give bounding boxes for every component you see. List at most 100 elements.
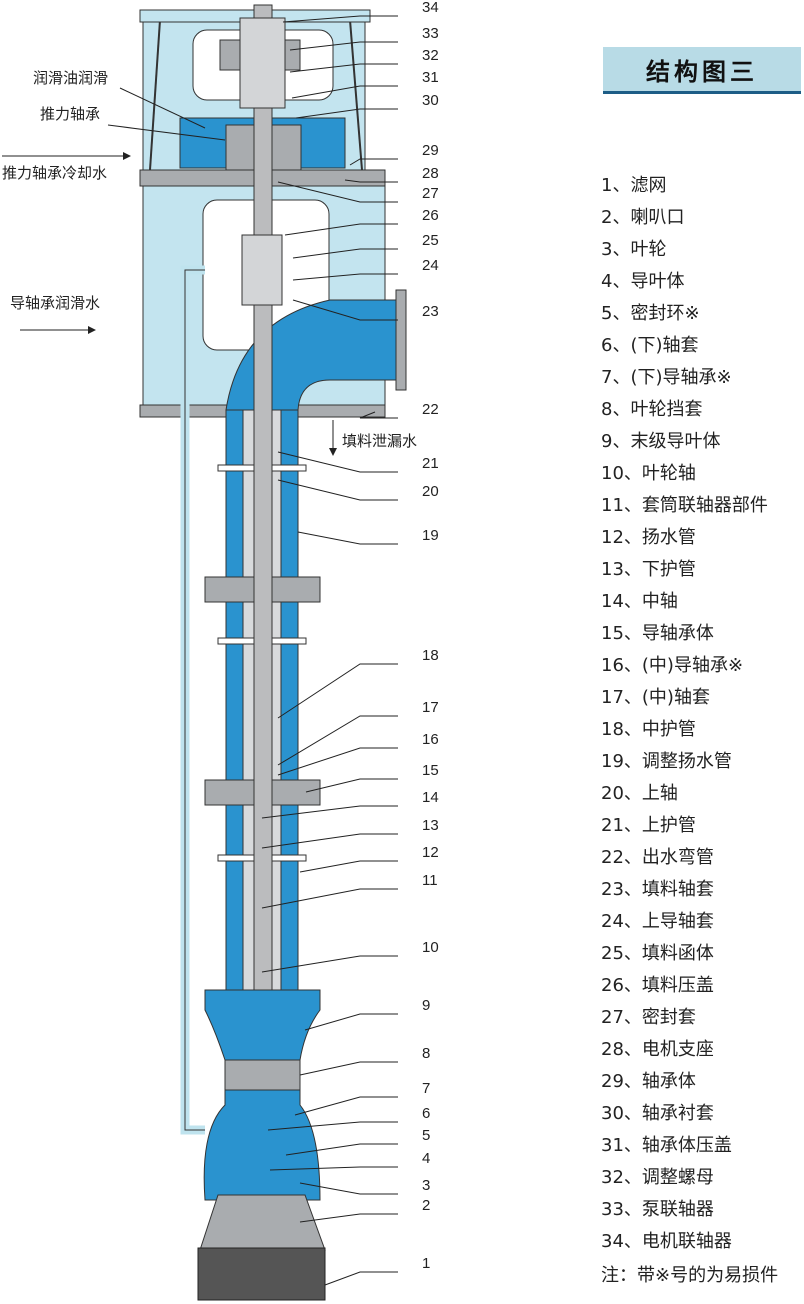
callout-number: 31	[422, 69, 439, 86]
callout-number: 32	[422, 47, 439, 64]
callout-leader	[261, 805, 398, 819]
callout-leader	[289, 41, 398, 51]
callout-leader	[282, 15, 398, 23]
callout-leader	[261, 888, 398, 909]
legend-item: 5、密封环※	[601, 303, 700, 324]
callout-leader	[285, 1143, 398, 1156]
annotation-thrust-bearing: 推力轴承	[40, 105, 100, 123]
callout-number: 22	[422, 401, 439, 418]
callout-leader	[277, 181, 398, 203]
callout-number: 4	[422, 1150, 430, 1167]
callout-number: 26	[422, 207, 439, 224]
callout-leader	[267, 1121, 398, 1131]
legend-item: 2、喇叭口	[601, 207, 685, 228]
callout-leader	[291, 85, 398, 99]
callout-number: 25	[422, 232, 439, 249]
callout-number: 34	[422, 0, 439, 16]
legend-item: 15、导轴承体	[601, 623, 714, 644]
callout-leader	[299, 1213, 398, 1223]
pump-structure-diagram: 润滑油润滑 推力轴承 推力轴承冷却水 导轴承润滑水 填料泄漏水 34333231…	[2, 0, 439, 1301]
legend-item: 8、叶轮挡套	[601, 399, 703, 420]
legend-item: 20、上轴	[601, 783, 678, 804]
legend-item: 27、密封套	[601, 1007, 696, 1028]
callout-number: 8	[422, 1045, 430, 1062]
callout-number: 33	[422, 25, 439, 42]
annotation-lubrication: 润滑油润滑	[33, 69, 108, 87]
legend-item: 19、调整扬水管	[601, 751, 732, 772]
callout-number: 21	[422, 455, 439, 472]
legend-item: 17、(中)轴套	[601, 687, 710, 708]
callout-number: 20	[422, 483, 439, 500]
callout-leader	[294, 1096, 398, 1116]
callout-leader	[344, 179, 398, 183]
legend-item: 10、叶轮轴	[601, 463, 696, 484]
legend-item: 18、中护管	[601, 719, 696, 740]
callout-leader	[299, 1182, 398, 1195]
callout-number: 27	[422, 185, 439, 202]
legend-item: 26、填料压盖	[601, 975, 714, 996]
coupling-blocks	[219, 17, 301, 306]
callout-leader	[277, 451, 398, 473]
legend-item: 21、上护管	[601, 815, 696, 836]
legend-item: 13、下护管	[601, 559, 696, 580]
legend-item: 14、中轴	[601, 591, 678, 612]
callout-number: 19	[422, 527, 439, 544]
legend-item: 28、电机支座	[601, 1039, 714, 1060]
legend-item: 31、轴承体压盖	[601, 1135, 732, 1156]
annotation-packing-leak: 填料泄漏水	[342, 432, 417, 450]
callout-leader	[304, 1013, 398, 1031]
callout-number: 23	[422, 303, 439, 320]
callout-leader	[292, 273, 398, 281]
callout-leader	[292, 299, 398, 321]
callout-leader	[277, 715, 398, 766]
callout-number: 11	[422, 872, 438, 889]
legend-item: 4、导叶体	[601, 271, 685, 292]
legend-item: 1、滤网	[601, 175, 667, 196]
legend-item: 29、轴承体	[601, 1071, 696, 1092]
callout-number: 29	[422, 142, 439, 159]
callout-number: 30	[422, 92, 439, 109]
callout-number: 15	[422, 762, 439, 779]
callout-leader	[277, 663, 398, 719]
callout-number: 3	[422, 1177, 430, 1194]
callout-number: 28	[422, 165, 439, 182]
legend-title: 结构图三	[646, 57, 758, 86]
callout-leader	[261, 833, 398, 849]
callout-number: 14	[422, 789, 439, 806]
callout-leader	[289, 63, 398, 73]
part-callouts: 3433323130292827262524232221201918171615…	[261, 0, 439, 1286]
legend-item: 7、(下)导轴承※	[601, 367, 732, 388]
callout-leader	[299, 860, 398, 873]
callout-leader	[269, 1166, 398, 1171]
callout-leader	[277, 747, 398, 776]
callout-number: 7	[422, 1080, 430, 1097]
legend-item: 3、叶轮	[601, 239, 667, 260]
callout-number: 24	[422, 257, 439, 274]
legend-item: 11、套筒联轴器部件	[601, 495, 768, 516]
callout-number: 1	[422, 1255, 430, 1272]
legend-item: 22、出水弯管	[601, 847, 714, 868]
callout-leader	[284, 223, 398, 236]
legend-item: 24、上导轴套	[601, 911, 714, 932]
legend-item: 23、填料轴套	[601, 879, 714, 900]
callout-leader	[295, 108, 398, 119]
callout-leader	[359, 411, 398, 419]
legend-item: 30、轴承衬套	[601, 1103, 714, 1124]
annotation-thrust-cooling: 推力轴承冷却水	[2, 164, 107, 182]
legend-item: 34、电机联轴器	[601, 1231, 732, 1252]
callout-number: 2	[422, 1197, 430, 1214]
callout-number: 18	[422, 647, 439, 664]
callout-number: 6	[422, 1105, 430, 1122]
callout-leader	[297, 531, 398, 545]
callout-number: 13	[422, 817, 439, 834]
callout-leader	[292, 248, 398, 259]
callout-number: 17	[422, 699, 439, 716]
callout-leader	[261, 955, 398, 973]
callout-number: 12	[422, 844, 439, 861]
legend-item: 32、调整螺母	[601, 1167, 714, 1188]
legend-item: 25、填料函体	[601, 943, 714, 964]
callout-leader	[305, 778, 398, 793]
callout-leader	[277, 479, 398, 501]
callout-number: 5	[422, 1127, 430, 1144]
callout-number: 10	[422, 939, 439, 956]
